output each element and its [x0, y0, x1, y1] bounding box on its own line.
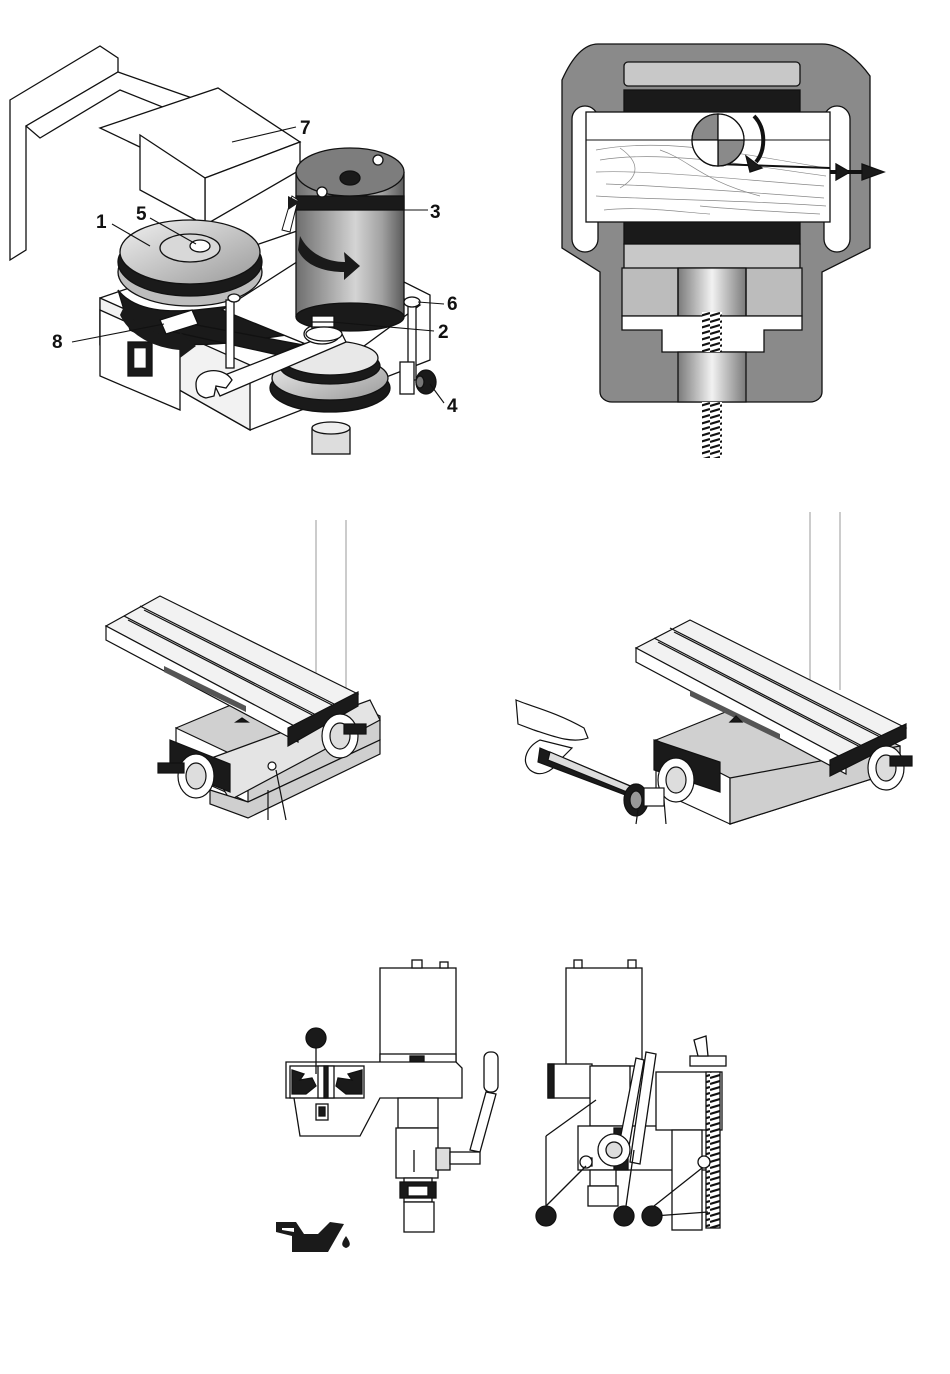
- tension-knob: [400, 362, 436, 394]
- lubrication-figure-left: [286, 960, 498, 1232]
- callout-2: 2: [438, 322, 449, 343]
- oil-can-icon: [276, 1222, 350, 1252]
- lead-screw-upper: [702, 312, 722, 352]
- handwheel-front: [158, 754, 214, 798]
- cross-table-figure-right: [516, 512, 912, 824]
- lubrication-point-marker-c: [642, 1206, 662, 1226]
- feed-lever: [470, 1092, 496, 1152]
- handwheel-right-2: [868, 746, 912, 790]
- vise-cutting-figure: [562, 44, 884, 458]
- callout-7: 7: [300, 118, 311, 139]
- lubrication-figure-right: [536, 960, 726, 1230]
- left-pulley: [118, 220, 262, 306]
- lubrication-point-marker: [306, 1028, 326, 1048]
- hand-with-wrench: [516, 700, 664, 816]
- lead-screw-lower: [702, 402, 722, 458]
- callout-8: 8: [52, 332, 63, 353]
- callout-6: 6: [447, 294, 458, 315]
- belt-drive-figure: [10, 46, 436, 454]
- cross-table-figure-left: [106, 520, 380, 820]
- callout-1: 1: [96, 212, 107, 233]
- callout-4: 4: [447, 396, 458, 417]
- lubrication-point-marker-b: [614, 1206, 634, 1226]
- callout-5: 5: [136, 204, 147, 225]
- support-rod: [226, 300, 234, 368]
- lubrication-point-marker-a: [536, 1206, 556, 1226]
- callout-3: 3: [430, 202, 441, 223]
- motor-cylinder: [296, 148, 404, 341]
